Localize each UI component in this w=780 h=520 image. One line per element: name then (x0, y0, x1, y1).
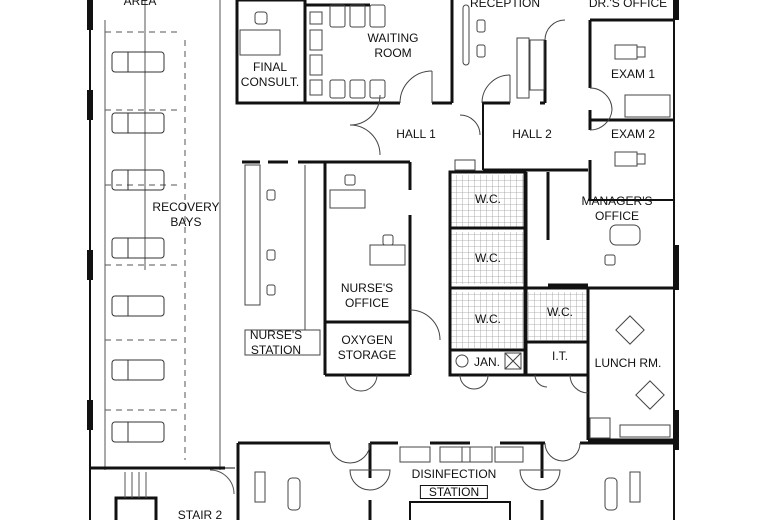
nurse-station-line2: STATION (250, 343, 302, 357)
room-label-disinfection: DISINFECTION (411, 467, 497, 481)
nurse-office-line1: NURSE'S (340, 281, 394, 295)
manager-line1: MANAGER'S (581, 194, 653, 208)
room-label-wc-2: W.C. (475, 251, 501, 265)
tile-floors (450, 175, 586, 348)
exterior-walls (87, 0, 679, 520)
stair (90, 466, 235, 520)
room-label-area: AREA (123, 0, 157, 8)
room-label-reception: RECEPTION (469, 0, 541, 10)
manager-line2: OFFICE (595, 209, 639, 223)
room-label-disinfection-station: STATION (419, 485, 489, 499)
room-label-stair2: STAIR 2 (177, 508, 223, 520)
waiting-line1: WAITING (367, 31, 419, 45)
interior-walls (235, 0, 674, 520)
waiting-line2: ROOM (374, 46, 412, 60)
final-consult-line1: FINAL (252, 60, 288, 74)
room-label-wc-1: W.C. (475, 192, 501, 206)
room-label-janitor: JAN. (473, 355, 501, 369)
recovery-bays (104, 0, 221, 470)
oxygen-line2: STORAGE (337, 348, 397, 362)
room-label-drs-office: DR.'S OFFICE (588, 0, 668, 10)
oxygen-line1: OXYGEN (341, 333, 393, 347)
room-label-wc-4: W.C. (547, 305, 573, 319)
nurse-office-line2: OFFICE (345, 296, 389, 310)
room-label-exam1: EXAM 1 (610, 67, 656, 81)
room-label-hall2: HALL 2 (512, 127, 552, 141)
recovery-line2: BAYS (170, 215, 202, 229)
nurse-station-line1: NURSE'S (249, 328, 303, 342)
room-label-hall1: HALL 1 (396, 127, 436, 141)
room-label-lunch-room: LUNCH RM. (594, 356, 662, 370)
recovery-line1: RECOVERY (152, 200, 220, 214)
fixtures (239, 4, 671, 511)
room-label-wc-3: W.C. (475, 312, 501, 326)
room-label-it: I.T. (551, 349, 569, 363)
final-consult-line2: CONSULT. (240, 75, 300, 89)
room-label-exam2: EXAM 2 (610, 127, 656, 141)
